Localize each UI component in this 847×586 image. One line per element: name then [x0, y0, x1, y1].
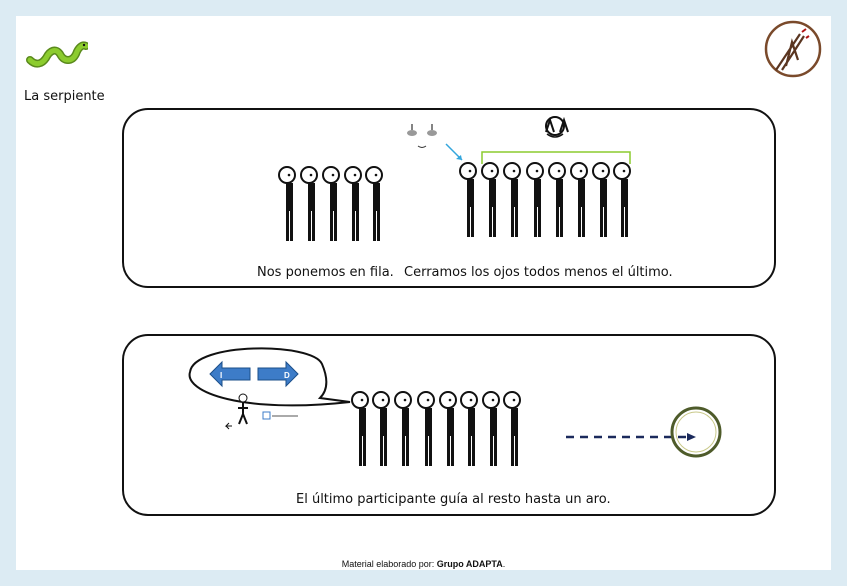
footer-suffix: . [502, 559, 506, 569]
footer-group: Grupo ADAPTA [436, 559, 503, 569]
panel1-figures [278, 116, 631, 242]
direction-arrow-icon: I D [209, 360, 299, 388]
caption-line-up: Nos ponemos en fila. [257, 265, 394, 280]
eyes-closed-line [459, 162, 631, 238]
group-bracket [481, 151, 631, 164]
pointer-arrow [456, 155, 462, 160]
panel-line-up [122, 108, 776, 288]
hoop-icon [670, 406, 722, 458]
adapta-logo-icon [764, 20, 822, 78]
walking-person-icon [224, 393, 298, 430]
footer-prefix: Material elaborado por: [341, 559, 437, 569]
arrow-left-label: I [220, 371, 222, 380]
panel2-figures: I D [188, 347, 722, 467]
footer-credit: Material elaborado por: Grupo ADAPTA. [0, 559, 847, 569]
guided-line [351, 391, 521, 467]
snake-icon [26, 41, 88, 68]
closed-eyes-icon [407, 124, 437, 148]
covering-eyes-icon [545, 116, 569, 138]
caption-close-eyes: Cerramos los ojos todos menos el último. [404, 265, 673, 280]
line-of-children [278, 166, 383, 242]
caption-guide: El último participante guía al resto has… [296, 492, 611, 507]
page-title: La serpiente [24, 89, 105, 104]
arrow-right-label: D [284, 371, 290, 380]
